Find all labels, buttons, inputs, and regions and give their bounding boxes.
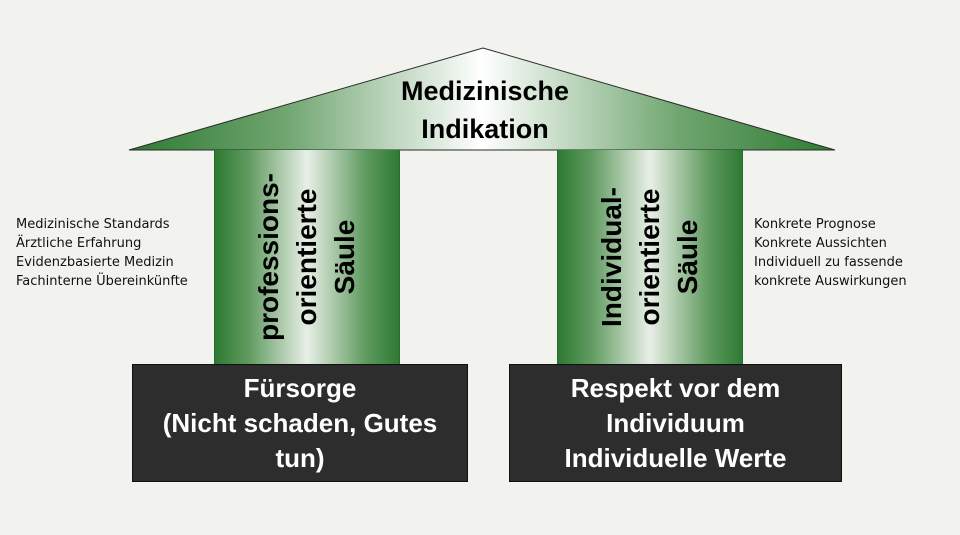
pillar-individual-line3: Säule <box>672 219 703 295</box>
pillar-individual: Individual- orientierte Säule <box>557 150 743 364</box>
side-note-left-item: Ärztliche Erfahrung <box>16 236 142 251</box>
pillar-profession-line1: professions- <box>253 172 284 342</box>
roof-title-line2: Indikation <box>421 114 549 144</box>
side-notes-left: Medizinische Standards Ärztliche Erfahru… <box>16 215 188 291</box>
roof-title: Medizinische Indikation <box>330 72 640 148</box>
side-note-left-item: Fachinterne Übereinkünfte <box>16 274 188 289</box>
base-fuersorge-text: Fürsorge (Nicht schaden, Gutes tun) <box>162 372 438 473</box>
roof-title-line1: Medizinische <box>400 76 570 106</box>
roof <box>128 47 836 151</box>
base-respekt: Respekt vor dem Individuum Individuelle … <box>509 364 842 482</box>
pillar-profession: professions- orientierte Säule <box>214 150 400 364</box>
side-notes-right: Konkrete Prognose Konkrete Aussichten In… <box>754 215 907 291</box>
base-fuersorge: Fürsorge (Nicht schaden, Gutes tun) <box>132 364 468 482</box>
side-note-left-item: Medizinische Standards <box>16 217 170 232</box>
side-note-right-item: konkrete Auswirkungen <box>754 274 907 289</box>
pillar-profession-label: professions- orientierte Säule <box>250 152 364 362</box>
side-note-left-item: Evidenzbasierte Medizin <box>16 255 174 270</box>
pillar-individual-line2: orientierte <box>634 188 665 326</box>
pillar-individual-label: Individual- orientierte Säule <box>593 152 707 362</box>
pillar-individual-line1: Individual- <box>596 187 627 327</box>
side-note-right-item: Konkrete Aussichten <box>754 236 887 251</box>
side-note-right-item: Individuell zu fassende <box>754 255 903 270</box>
pillar-profession-line2: orientierte <box>291 188 322 326</box>
pillar-profession-line3: Säule <box>329 219 360 295</box>
base-respekt-text: Respekt vor dem Individuum Individuelle … <box>564 372 787 473</box>
side-note-right-item: Konkrete Prognose <box>754 217 876 232</box>
